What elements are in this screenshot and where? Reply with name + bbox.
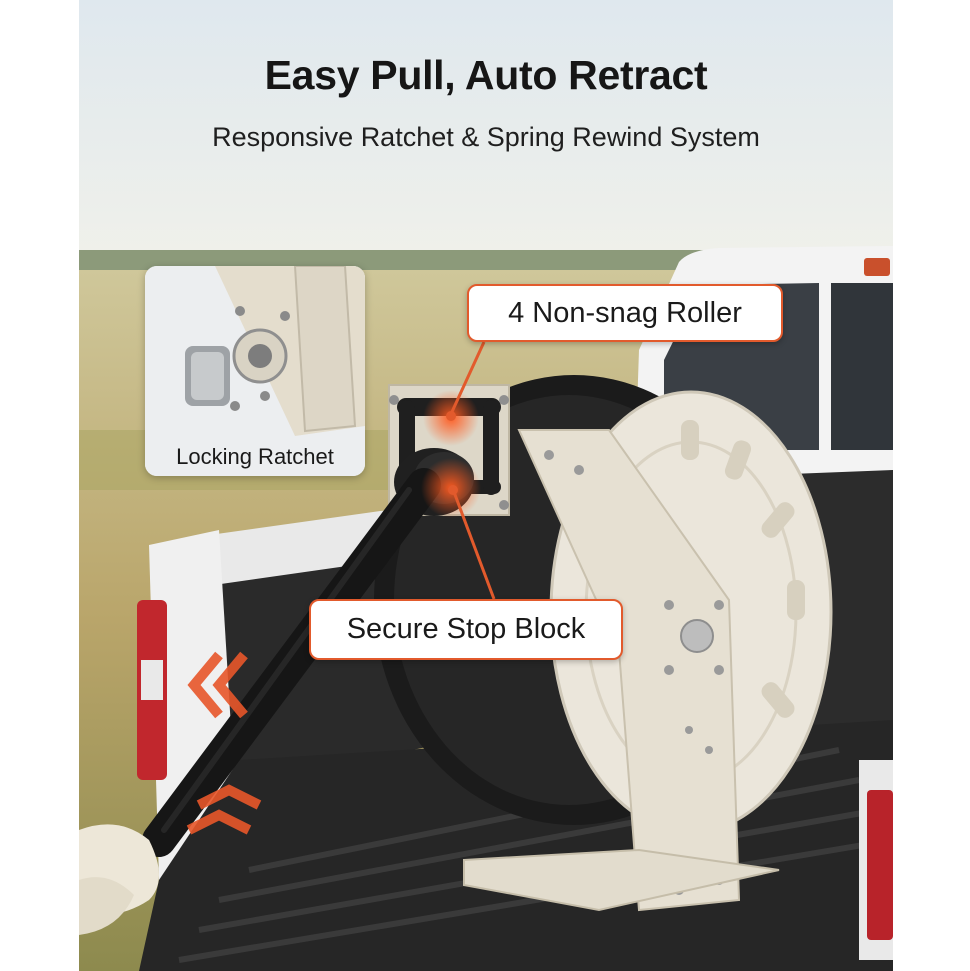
inset-caption: Locking Ratchet [176,444,334,469]
product-image: Easy Pull, Auto Retract Responsive Ratch… [79,0,893,971]
callout-secure-stop-block: Secure Stop Block [309,599,623,660]
ratchet-detail-image [145,266,365,476]
locking-ratchet-inset: Locking Ratchet [145,266,365,476]
page-title: Easy Pull, Auto Retract [264,52,708,98]
callout-non-snag-roller: 4 Non-snag Roller [467,284,783,342]
page-subtitle: Responsive Ratchet & Spring Rewind Syste… [212,122,760,152]
